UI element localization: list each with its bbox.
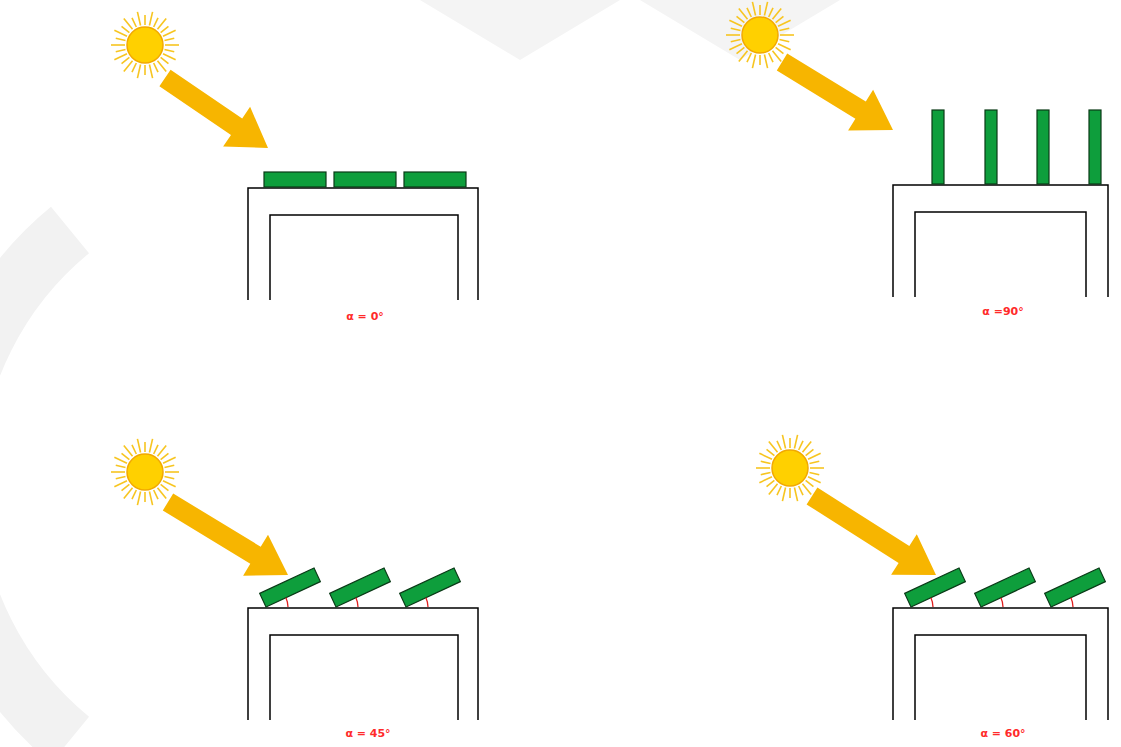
angle-arc [1071,598,1073,607]
solar-panel [330,568,391,607]
watermark-arc [0,230,70,740]
angle-arc [426,598,428,607]
angle-arc [356,598,358,607]
sunlight-arrow [159,54,936,576]
watermark-shape [420,0,620,60]
angle-arc [931,598,933,607]
solar-panel [260,568,321,607]
sun-icon [111,12,179,78]
building [893,608,1108,720]
solar-panel [905,568,966,607]
sun-icon [756,435,824,501]
solar-panel [400,568,461,607]
angle-label: α = 60° [978,727,1027,740]
angle-arc [1001,598,1003,607]
angle-arc [286,598,288,607]
angle-label: α =90° [980,305,1025,318]
solar-panel [932,110,1101,184]
solar-panel [264,172,466,187]
building [248,188,478,300]
solar-panel [1045,568,1106,607]
sun-icon [726,2,794,68]
building [248,608,478,720]
solar-panel [975,568,1036,607]
watermark-shape [640,0,840,60]
angle-label: α = 45° [343,727,392,740]
building [893,185,1108,297]
angle-label: α = 0° [344,310,386,323]
sun-icon [111,439,179,505]
